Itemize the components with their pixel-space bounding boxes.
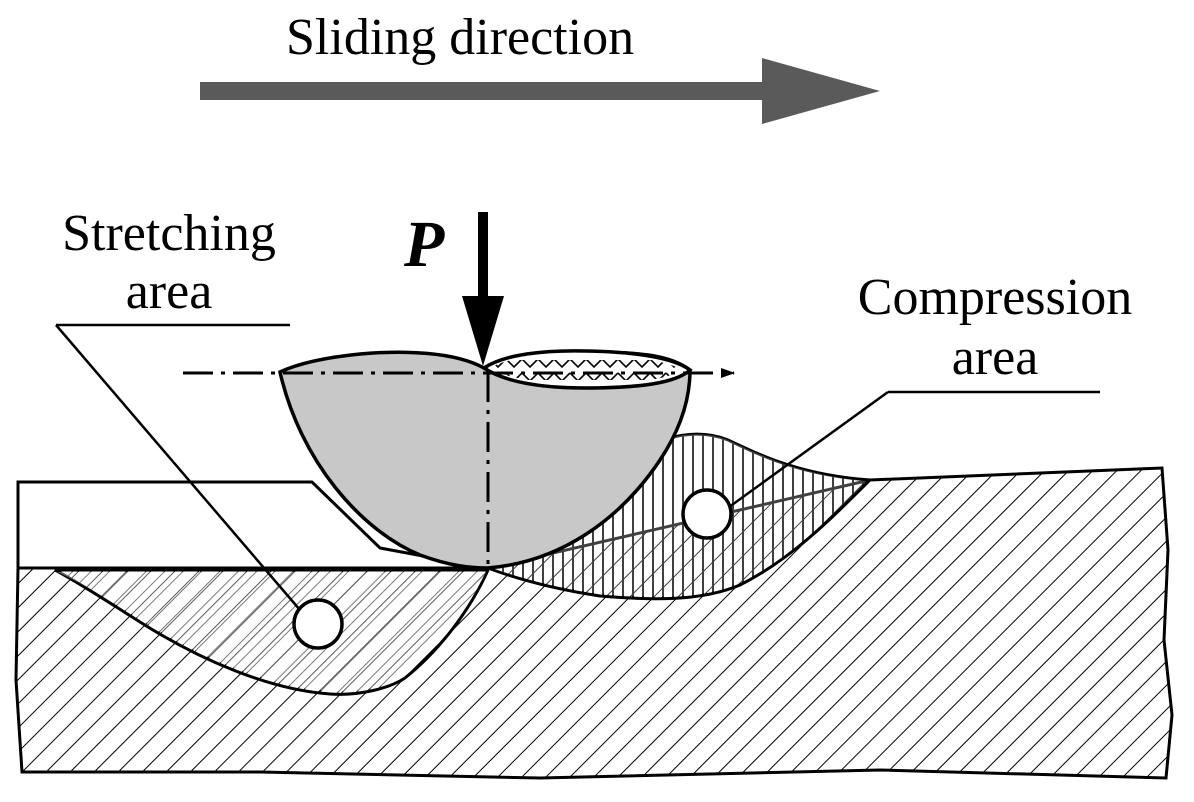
sliding-direction-label: Sliding direction (286, 9, 635, 66)
contact-cap-zigzag (494, 360, 680, 380)
sphere (277, 350, 692, 570)
upper-slab (16, 480, 489, 570)
compression-leader (724, 390, 1100, 512)
base-material (14, 466, 1174, 780)
stretching-marker-circle (292, 598, 344, 650)
stretching-zone (54, 568, 491, 696)
compression-marker-circle (681, 488, 733, 540)
load-label: P (404, 208, 445, 281)
stretching-area-line-1: Stretching (62, 205, 276, 262)
stretching-area-label: Stretching area (38, 205, 300, 321)
stretching-zone-fill (57, 572, 486, 692)
compression-area-line-2: area (951, 329, 1039, 386)
load-arrow (462, 212, 504, 366)
stretching-area-line-2: area (125, 263, 213, 320)
sliding-direction-arrow (200, 58, 880, 124)
stretching-leader (55, 323, 301, 611)
compression-area-line-1: Compression (857, 269, 1133, 326)
compression-area-label: Compression area (820, 268, 1170, 388)
